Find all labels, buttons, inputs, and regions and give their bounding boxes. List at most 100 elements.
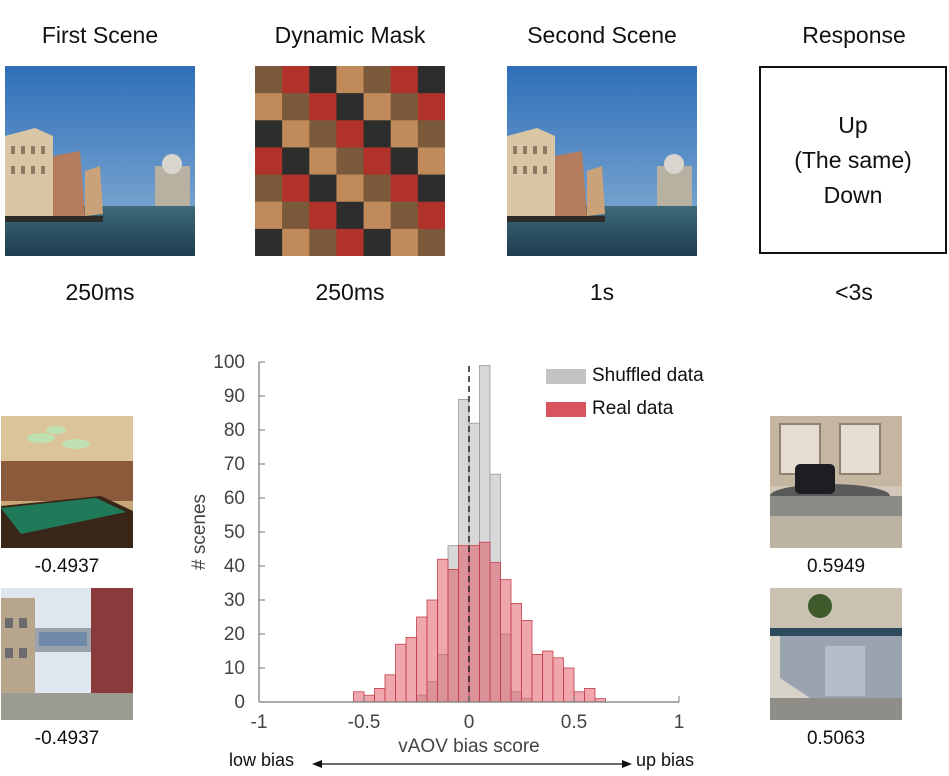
low-bias-label: low bias xyxy=(229,750,295,770)
legend-shuffled-label: Shuffled data xyxy=(592,365,704,386)
real-bar xyxy=(531,654,543,703)
mask-tile xyxy=(309,120,337,148)
real-bar xyxy=(363,694,375,703)
real-bar xyxy=(510,603,522,703)
shuffled-bar xyxy=(426,681,438,703)
mask-tile xyxy=(390,228,419,256)
up-bias-label: up bias xyxy=(636,750,695,770)
duration-response: <3s xyxy=(835,279,873,305)
duration-second-scene: 1s xyxy=(589,279,615,305)
mask-tile xyxy=(309,228,337,256)
shuffled-bar xyxy=(489,473,501,703)
mask-tile xyxy=(417,201,445,230)
stage-title-first-scene: First Scene xyxy=(41,22,159,48)
mask-tile xyxy=(390,93,419,121)
mask-tile xyxy=(363,228,392,256)
mask-tile xyxy=(417,174,445,203)
real-bar xyxy=(489,562,501,703)
mask-tile xyxy=(309,174,337,203)
shuffled-bar xyxy=(447,545,459,703)
mask-tile xyxy=(390,201,419,230)
real-bar xyxy=(447,569,459,703)
mask-tile xyxy=(390,174,419,203)
mask-tile xyxy=(282,147,310,176)
real-bar xyxy=(426,599,438,703)
real-bar xyxy=(416,616,428,703)
legend-shuffled: Shuffled data xyxy=(546,365,704,387)
mask-tile xyxy=(336,201,365,230)
mask-tile xyxy=(282,201,310,230)
y-tick-label: 40 xyxy=(224,556,245,577)
y-tick-label: 0 xyxy=(234,692,245,713)
real-bar xyxy=(594,698,606,703)
shuffled-bars xyxy=(416,364,533,703)
mask-tile xyxy=(255,66,283,94)
y-tick-label: 60 xyxy=(224,488,245,509)
example-left-1-score: -0.4937 xyxy=(34,556,100,577)
real-bars xyxy=(353,541,606,703)
legend-real-swatch xyxy=(546,401,586,417)
mask-tile xyxy=(363,201,392,230)
shuffled-bar xyxy=(458,398,470,703)
duration-dynamic-mask: 250ms xyxy=(315,279,385,305)
duration-first-scene: 250ms xyxy=(65,279,135,305)
y-tick-label: 10 xyxy=(224,658,245,679)
stage-title-dynamic-mask: Dynamic Mask xyxy=(274,22,426,48)
response-box: Up (The same) Down xyxy=(759,66,947,254)
mask-tile xyxy=(336,174,365,203)
legend-shuffled-swatch xyxy=(546,368,586,384)
mask-tile xyxy=(282,174,310,203)
mask-tile xyxy=(336,228,365,256)
legend-real-label: Real data xyxy=(592,398,674,419)
shuffled-bar xyxy=(416,694,428,703)
first-scene-image xyxy=(5,66,195,256)
dynamic-mask-image xyxy=(255,66,445,256)
mask-tile xyxy=(417,147,445,176)
example-billiard-room-image xyxy=(1,416,133,548)
shuffled-bar xyxy=(521,698,533,703)
real-bar xyxy=(395,643,407,703)
mask-tile xyxy=(417,93,445,121)
example-left-2-score: -0.4937 xyxy=(34,728,100,749)
y-axis-label: # scenes xyxy=(189,494,210,570)
real-bar xyxy=(374,688,386,703)
mask-tile xyxy=(363,174,392,203)
y-tick-label: 100 xyxy=(213,352,245,373)
y-tick-label: 30 xyxy=(224,590,245,611)
mask-tile xyxy=(309,66,337,94)
mask-tile xyxy=(336,120,365,148)
mask-tile xyxy=(336,66,365,94)
real-bar xyxy=(552,657,564,703)
example-building-courtyard-image xyxy=(1,588,133,720)
y-tick-label: 50 xyxy=(224,522,245,543)
real-bar xyxy=(479,541,491,703)
y-tick-label: 90 xyxy=(224,386,245,407)
real-bar xyxy=(542,650,554,703)
second-scene-image xyxy=(507,66,697,256)
mask-tile xyxy=(282,66,310,94)
mask-tile xyxy=(390,120,419,148)
shuffled-bar xyxy=(437,654,449,703)
example-right-1-score: 0.5949 xyxy=(806,556,866,577)
shuffled-bar xyxy=(468,422,480,703)
y-tick-label: 70 xyxy=(224,454,245,475)
mask-tile xyxy=(363,147,392,176)
stage-title-second-scene: Second Scene xyxy=(527,22,677,48)
x-axis-label: vAOV bias score xyxy=(398,736,540,757)
real-bar xyxy=(405,637,417,703)
x-tick-label: 0 xyxy=(464,712,475,733)
mask-tile xyxy=(363,66,392,94)
mask-tile xyxy=(363,120,392,148)
x-tick-label: 0.5 xyxy=(561,712,587,733)
shuffled-bar xyxy=(500,633,512,703)
x-tick-label: 1 xyxy=(674,712,685,733)
real-bar xyxy=(384,674,396,703)
real-bar xyxy=(437,558,449,703)
mask-tile xyxy=(417,228,445,256)
mask-tile xyxy=(282,228,310,256)
mask-tile xyxy=(417,120,445,148)
mask-tile xyxy=(390,66,419,94)
mask-tile xyxy=(255,120,283,148)
mask-tile xyxy=(255,228,283,256)
response-option-down: Down xyxy=(823,181,883,208)
